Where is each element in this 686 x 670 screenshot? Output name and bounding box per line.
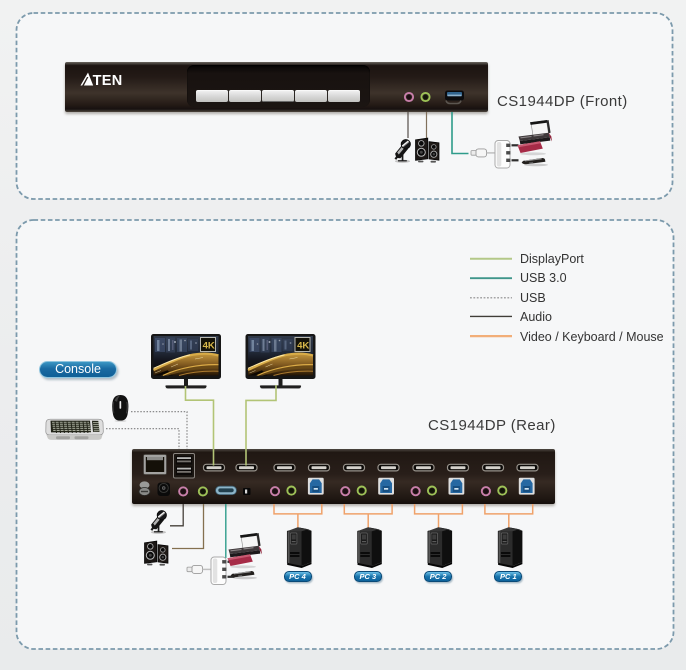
- svg-text:TEN: TEN: [93, 73, 123, 87]
